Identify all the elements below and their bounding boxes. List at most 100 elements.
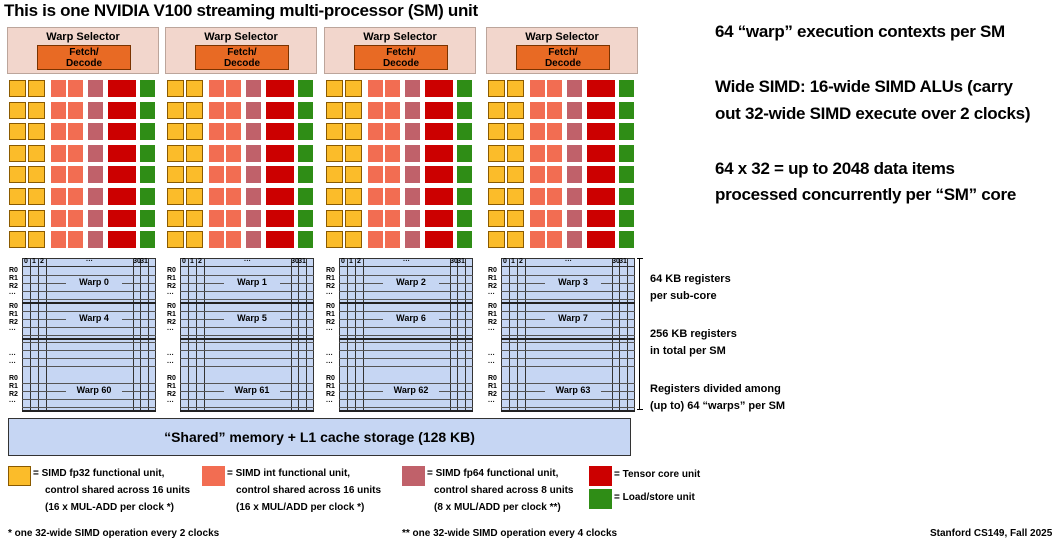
register-column-header: 1 [349, 258, 353, 265]
warp-divider [180, 338, 314, 340]
register-column-header: 0 [503, 258, 507, 265]
loadstore-unit [457, 188, 472, 205]
fp32-unit [167, 209, 184, 227]
register-row-line [22, 383, 156, 384]
shared-memory-block: “Shared” memory + L1 cache storage (128 … [8, 418, 631, 456]
fp32-unit [345, 101, 362, 119]
fp64-unit [88, 188, 103, 205]
fp32-unit [488, 188, 505, 205]
int-unit [209, 209, 224, 227]
warp-label: Warp 2 [383, 276, 439, 288]
register-row-line [501, 407, 635, 408]
fp32-unit [186, 144, 203, 162]
int-unit [530, 80, 545, 97]
register-row-label: R1 [326, 275, 335, 282]
warp-label: Warp 1 [224, 276, 280, 288]
tensor-unit [108, 80, 136, 97]
loadstore-unit [140, 166, 155, 184]
register-row-line [180, 407, 314, 408]
fp32-unit [326, 231, 343, 249]
warp-divider [501, 338, 635, 340]
fp32-unit [167, 144, 184, 162]
loadstore-unit [140, 123, 155, 141]
tensor-unit [266, 231, 294, 249]
fetch-decode-block: Fetch/Decode [354, 45, 448, 70]
fp32-unit [507, 166, 524, 184]
legend-tensor-label: = Tensor core unit [614, 469, 701, 480]
int-unit [68, 123, 83, 141]
int-unit [51, 123, 66, 141]
legend-loadstore-swatch [589, 489, 612, 509]
fp64-unit [567, 209, 582, 227]
tensor-unit [266, 123, 294, 141]
fp64-unit [246, 80, 261, 97]
side-text-data-items-1: 64 x 32 = up to 2048 data items [715, 159, 955, 178]
fp32-unit [28, 144, 45, 162]
legend-fp32-swatch [8, 466, 31, 486]
register-row-label: R1 [167, 383, 176, 390]
register-row-label: R2 [167, 283, 176, 290]
register-column-header: 30 [291, 258, 299, 265]
legend-int-line1: = SIMD int functional unit, [227, 468, 351, 479]
int-unit [226, 209, 241, 227]
fp64-unit [88, 101, 103, 119]
fp64-unit [246, 144, 261, 162]
fp32-unit [507, 188, 524, 205]
fp32-unit [186, 80, 203, 97]
fp64-unit [405, 231, 420, 249]
register-column-header: 31 [140, 258, 148, 265]
fp32-unit [507, 123, 524, 141]
tensor-unit [587, 166, 615, 184]
fp32-unit [488, 123, 505, 141]
fp32-unit [28, 80, 45, 97]
fp64-unit [88, 80, 103, 97]
fp32-unit [345, 144, 362, 162]
fp64-unit [567, 231, 582, 249]
register-row-line [501, 327, 635, 328]
int-unit [547, 166, 562, 184]
register-row-line [22, 407, 156, 408]
register-row-line [501, 366, 635, 367]
fp32-unit [28, 123, 45, 141]
register-row-label: ··· [9, 327, 16, 334]
int-unit [209, 101, 224, 119]
fp32-unit [28, 188, 45, 205]
warp-label: Warp 3 [545, 276, 601, 288]
register-row-label: ··· [488, 399, 495, 406]
fp64-unit [567, 144, 582, 162]
register-row-label: R2 [9, 391, 18, 398]
tensor-unit [108, 188, 136, 205]
side-text-simd-width-1: Wide SIMD: 16-wide SIMD ALUs (carry [715, 77, 1013, 96]
int-unit [226, 166, 241, 184]
warp-label: Warp 61 [224, 384, 280, 396]
warp-divider [180, 410, 314, 412]
register-row-label: R1 [167, 275, 176, 282]
register-column-header: 30 [133, 258, 141, 265]
loadstore-unit [457, 80, 472, 97]
register-row-label: ··· [326, 291, 333, 298]
fp32-unit [28, 101, 45, 119]
legend-fp32-line1: = SIMD fp32 functional unit, [33, 468, 165, 479]
legend-fp32-line2: control shared across 16 units [45, 485, 191, 496]
fp32-unit [28, 231, 45, 249]
register-row-line [22, 366, 156, 367]
int-unit [51, 188, 66, 205]
loadstore-unit [298, 188, 313, 205]
warp-divider [22, 410, 156, 412]
register-column-header: 31 [457, 258, 465, 265]
register-row-ellipsis: ··· [9, 360, 16, 367]
register-row-label: R1 [9, 275, 18, 282]
int-unit [209, 144, 224, 162]
fp64-unit [88, 123, 103, 141]
register-row-ellipsis: ··· [326, 352, 333, 359]
loadstore-unit [140, 209, 155, 227]
register-row-line [180, 299, 314, 300]
loadstore-unit [298, 209, 313, 227]
int-unit [68, 101, 83, 119]
register-row-label: R2 [326, 391, 335, 398]
int-unit [530, 123, 545, 141]
int-unit [51, 209, 66, 227]
tensor-unit [108, 144, 136, 162]
fp32-unit [9, 231, 26, 249]
register-row-label: R2 [9, 283, 18, 290]
